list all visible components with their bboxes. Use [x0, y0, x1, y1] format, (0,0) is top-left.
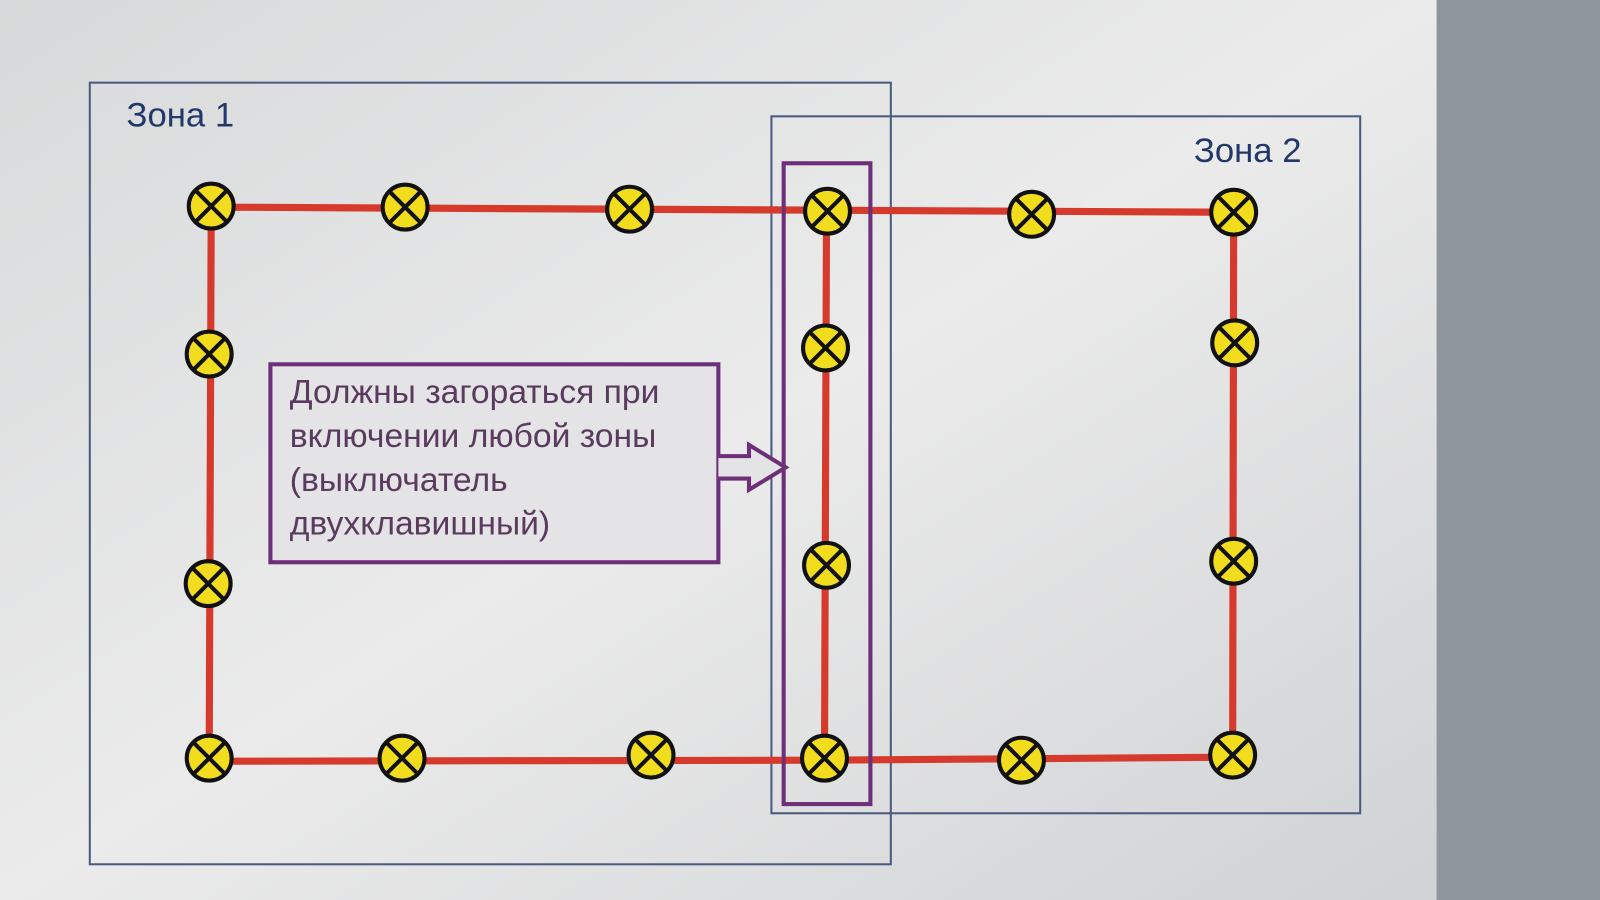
lamp-icon [605, 184, 655, 234]
lamp-icon [802, 540, 852, 590]
lamp-icon [183, 559, 233, 609]
lamp-icon [803, 186, 853, 236]
note-box [268, 362, 721, 565]
lamps [183, 181, 1260, 785]
lamp-icon [801, 323, 850, 373]
lamp-icon [1208, 730, 1258, 780]
note-line-3: (выключатель [290, 462, 508, 499]
wire-middle [820, 210, 831, 761]
shared-lamps-highlight [781, 161, 873, 807]
screen-bezel [1436, 0, 1600, 900]
zone-1-boundary [88, 81, 892, 866]
lamp-icon [800, 733, 849, 783]
wire-left [205, 207, 215, 762]
wire-right [1229, 212, 1238, 758]
note-line-1: Должны загораться при [290, 374, 660, 411]
lamp-icon [377, 733, 427, 783]
wire-bottom [209, 753, 1233, 765]
lamp-icon [1209, 536, 1259, 586]
lamp-icon [380, 182, 430, 232]
lamp-icon [184, 733, 234, 783]
lamp-icon [186, 181, 236, 231]
zone-1-label: Зона 1 [127, 97, 235, 135]
lamp-icon [1007, 189, 1057, 239]
lamp-icon [626, 730, 676, 780]
arrow-icon [718, 441, 790, 494]
lamp-icon [1209, 187, 1259, 237]
note-line-4: двухклавишный) [290, 506, 550, 543]
lamp-icon [996, 735, 1046, 785]
note-line-2: включении любой зоны [290, 418, 657, 455]
lamp-icon [1210, 318, 1260, 368]
zone-2-label: Зона 2 [1194, 132, 1302, 170]
lamp-icon [184, 329, 234, 379]
